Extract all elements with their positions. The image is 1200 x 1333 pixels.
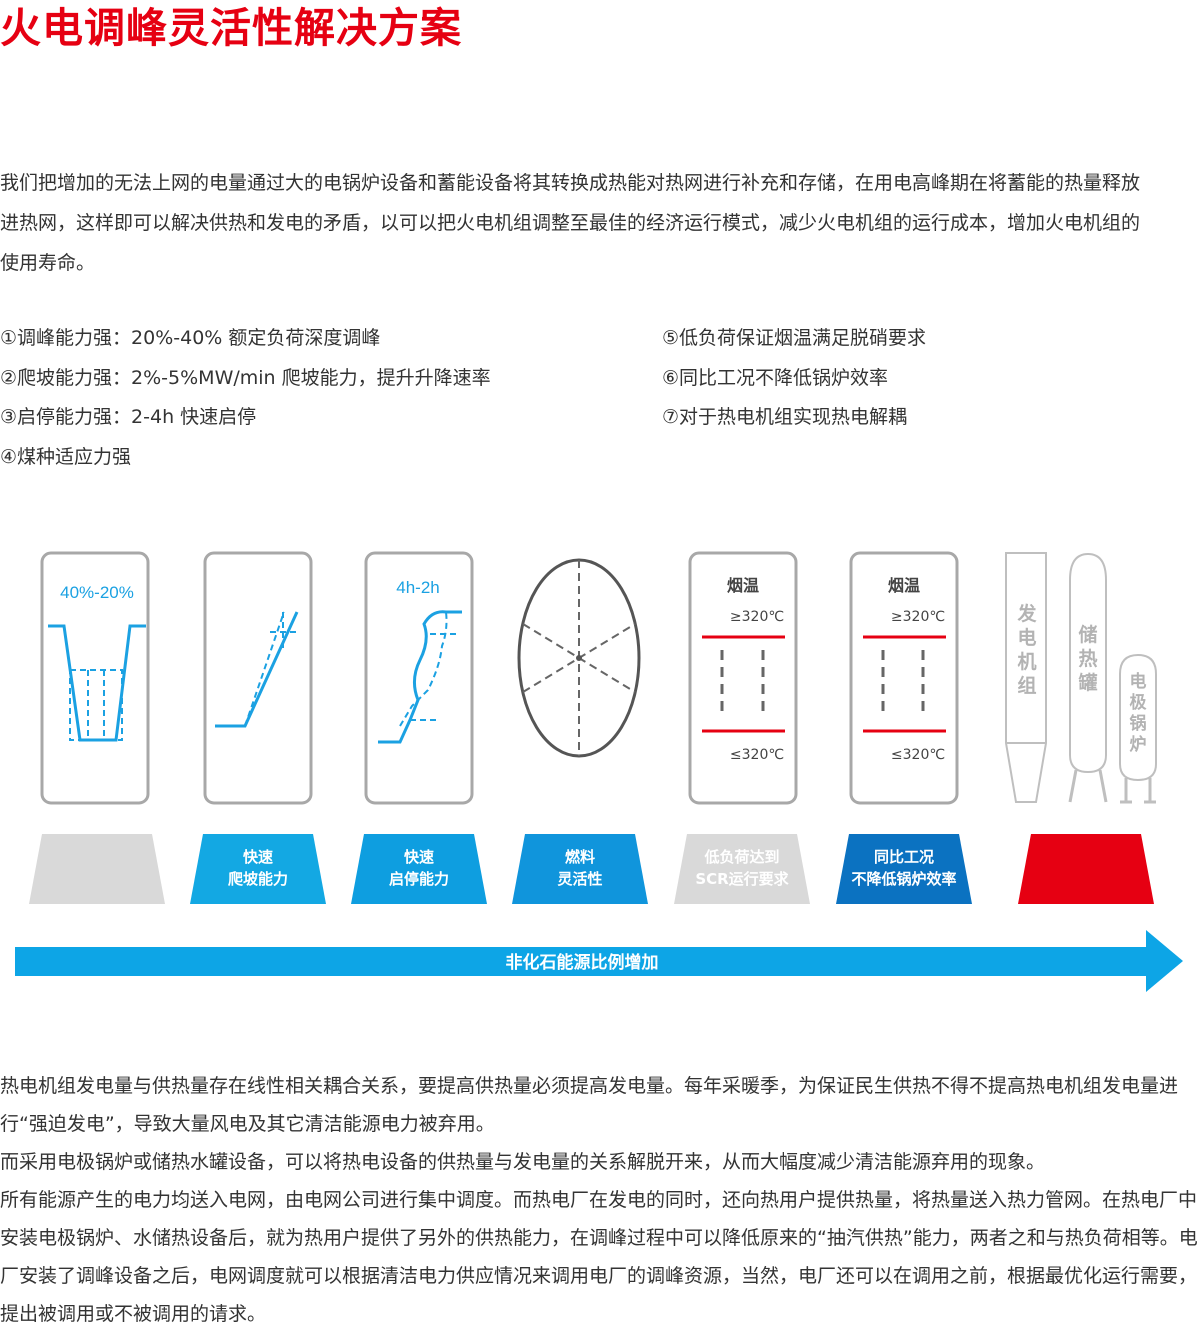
capability-tag <box>1018 834 1154 904</box>
body-paragraph: 热电机组发电量与供热量存在线性相关耦合关系，要提高供热量必须提高发电量。每年采暖… <box>0 1075 1179 1135</box>
generator-label: 发 <box>1016 602 1037 625</box>
svg-text:组: 组 <box>1017 674 1036 697</box>
temp-high-label: ≥320℃ <box>891 609 945 625</box>
storage-tank-label: 储 <box>1078 623 1097 646</box>
capability-tag <box>29 834 165 904</box>
temp-high-label: ≥320℃ <box>730 609 784 625</box>
feature-item: ①调峰能力强：20%-40% 额定负荷深度调峰 <box>0 327 381 349</box>
decoupling-section: 热电机组发电量与供热量存在线性相关耦合关系，要提高供热量必须提高发电量。每年采暖… <box>0 1067 1200 1333</box>
feature-list-right: ⑤低负荷保证烟温满足脱硝要求 ⑥同比工况不降低锅炉效率 ⑦对于热电机组实现热电解… <box>662 319 926 438</box>
flexibility-diagram: 40%-20% 4h-2h 烟温 ≥320℃ ≤ <box>15 551 1183 992</box>
feature-item: ③启停能力强：2-4h 快速启停 <box>0 406 257 428</box>
fuel-wheel-icon <box>517 558 641 758</box>
svg-text:炉: 炉 <box>1130 734 1147 755</box>
svg-text:机: 机 <box>1017 651 1036 673</box>
flue-temp-title: 烟温 <box>888 576 920 595</box>
card-flue-temp-efficiency: 烟温 ≥320℃ ≤320℃ <box>849 551 959 805</box>
card-peak-regulation: 40%-20% <box>40 551 150 805</box>
card-start-stop: 4h-2h <box>364 551 474 805</box>
electrode-boiler-label: 电 <box>1130 671 1147 692</box>
svg-text:电: 电 <box>1017 626 1036 649</box>
feature-item: ④煤种适应力强 <box>0 445 132 468</box>
capability-tag-label: 低负荷达到 <box>703 848 779 866</box>
storage-tank-icon: 储 热 罐 <box>1068 552 1108 803</box>
feature-item: ②爬坡能力强：2%-5%MW/min 爬坡能力，提升升降速率 <box>0 366 491 389</box>
svg-text:极: 极 <box>1130 693 1147 713</box>
intro-section: 我们把增加的无法上网的电量通过大的电锅炉设备和蓄能设备将其转换成热能对热网进行补… <box>0 163 1150 283</box>
feature-item: ⑤低负荷保证烟温满足脱硝要求 <box>662 327 927 349</box>
capability-tag-label: 同比工况 <box>874 848 934 866</box>
capability-tag-label: 快速 <box>243 848 273 866</box>
body-paragraph: 而采用电极锅炉或储热水罐设备，可以将热电设备的供热量与发电量的关系解脱开来，从而… <box>0 1151 1046 1173</box>
load-range-label: 40%-20% <box>60 583 134 602</box>
flue-temp-title: 烟温 <box>727 576 759 595</box>
load-band-icon <box>69 669 123 741</box>
svg-text:锅: 锅 <box>1130 713 1147 734</box>
svg-text:热: 热 <box>1078 647 1097 670</box>
capability-tag-label: 爬坡能力 <box>227 870 288 888</box>
card-frame <box>203 551 313 805</box>
progress-arrow: 非化石能源比例增加 <box>15 930 1183 992</box>
capability-tag <box>351 834 487 904</box>
page-title: 火电调峰灵活性解决方案 <box>0 4 462 52</box>
capability-tag-label: 灵活性 <box>557 870 602 888</box>
capability-tag-label: 启停能力 <box>389 870 449 888</box>
svg-text:罐: 罐 <box>1077 671 1097 694</box>
capability-tag-label: 燃料 <box>565 848 595 866</box>
intro-paragraph: 我们把增加的无法上网的电量通过大的电锅炉设备和蓄能设备将其转换成热能对热网进行补… <box>0 172 1141 274</box>
temp-low-label: ≤320℃ <box>730 747 784 763</box>
generator-icon: 发 电 机 组 <box>1005 552 1047 803</box>
card-frame <box>849 551 959 805</box>
capability-tag-label: 不降低锅炉效率 <box>851 870 956 888</box>
start-curve-icon <box>378 610 462 744</box>
feature-item: ⑥同比工况不降低锅炉效率 <box>662 366 889 389</box>
card-frame <box>688 551 798 805</box>
body-paragraph: 所有能源产生的电力均送入电网，由电网公司进行集中调度。而热电厂在发电的同时，还向… <box>0 1189 1198 1325</box>
capability-tag <box>836 834 972 904</box>
start-time-label: 4h-2h <box>396 578 439 597</box>
capability-tag-label: SCR运行要求 <box>695 870 789 888</box>
feature-list-left: ①调峰能力强：20%-40% 额定负荷深度调峰 ②爬坡能力强：2%-5%MW/m… <box>0 319 491 477</box>
arrow-label: 非化石能源比例增加 <box>506 952 659 973</box>
card-flue-temp-scr: 烟温 ≥320℃ ≤320℃ <box>688 551 798 805</box>
arrow-icon <box>15 930 1183 992</box>
capability-tag-label: 快速 <box>404 848 434 866</box>
feature-item: ⑦对于热电机组实现热电解耦 <box>662 406 908 428</box>
temp-low-label: ≤320℃ <box>891 747 945 763</box>
capability-tag <box>190 834 326 904</box>
capability-tag <box>674 834 810 904</box>
capability-tag <box>512 834 648 904</box>
electrode-boiler-icon: 电 极 锅 炉 <box>1119 653 1157 804</box>
card-ramp <box>203 551 313 805</box>
